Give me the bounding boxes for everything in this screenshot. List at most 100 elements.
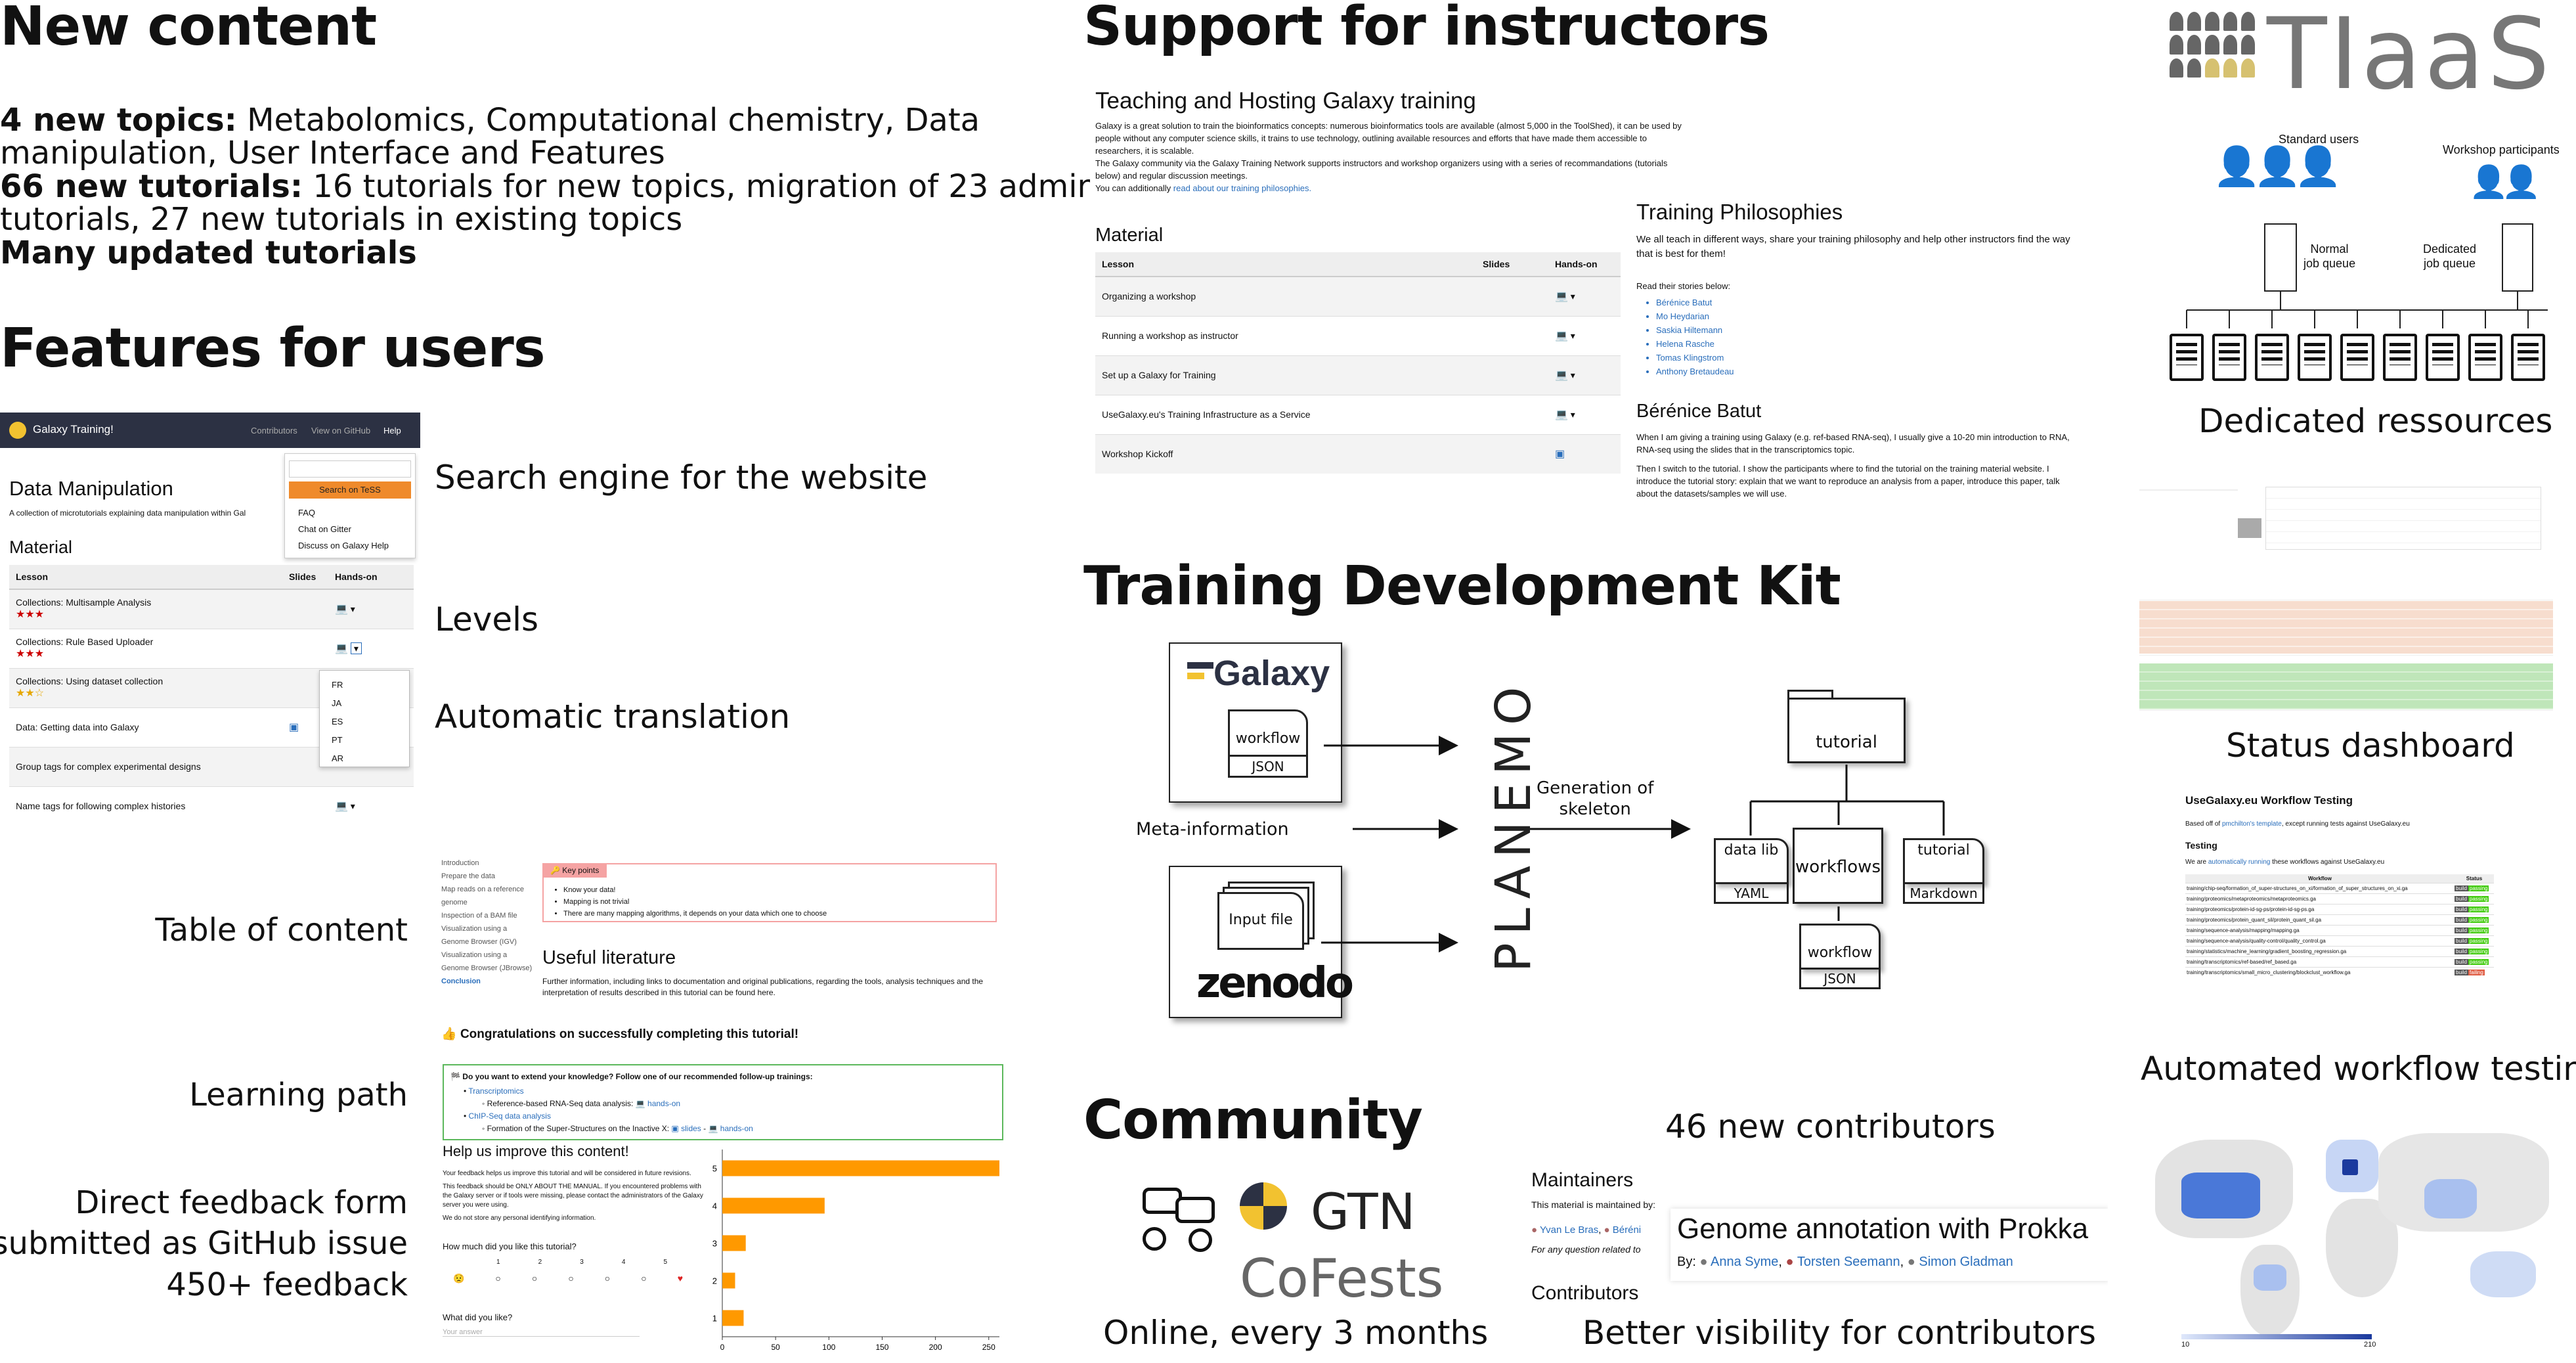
author-link[interactable]: Tomas Klingstrom [1656, 351, 1734, 365]
normal-queue-line1: Normal [2310, 242, 2349, 256]
author-link[interactable]: Mo Heydarian [1656, 309, 1734, 323]
workflow-file-icon [1799, 924, 1881, 970]
maintainers-text: This material is maintained by: [1531, 1199, 1656, 1210]
laptop-icon[interactable]: 💻 [1555, 370, 1568, 381]
data-lib-label: data lib [1724, 842, 1779, 859]
toc-item[interactable]: Introduction [441, 859, 479, 867]
language-dropdown-toggle[interactable]: ▾ [350, 642, 362, 654]
lesson-name[interactable]: Collections: Multisample Analysis [16, 597, 152, 608]
lesson-name[interactable]: Organizing a workshop [1095, 276, 1476, 316]
lang-ja[interactable]: JA [332, 698, 342, 708]
status-badge: passing [2468, 896, 2489, 902]
tutorials-text-2: tutorials, 27 new tutorials in existing … [0, 201, 683, 238]
radio-1[interactable]: ○ [495, 1273, 501, 1284]
laptop-icon[interactable]: 💻 [1555, 409, 1568, 420]
lang-ar[interactable]: AR [332, 753, 344, 763]
search-tess-button[interactable]: Search on TeSS [289, 481, 411, 499]
slides-link[interactable]: slides [681, 1124, 701, 1133]
gtn-brand[interactable]: Galaxy Training! [33, 423, 114, 436]
chart-tick-label: 200 [929, 1343, 942, 1352]
laptop-icon[interactable]: 💻 [335, 801, 348, 813]
lesson-name[interactable]: Name tags for following complex historie… [16, 801, 186, 812]
scale-label: 1 [496, 1259, 500, 1266]
nav-contributors[interactable]: Contributors [251, 426, 297, 436]
philosophies-link[interactable]: read about our training philosophies. [1173, 183, 1312, 193]
lesson-name[interactable]: UseGalaxy.eu's Training Infrastructure a… [1095, 394, 1476, 434]
chart-tick-label: 150 [875, 1343, 888, 1352]
menu-faq[interactable]: FAQ [298, 508, 316, 518]
radio-2[interactable]: ○ [531, 1273, 538, 1284]
workflow-path: training/proteomics/metaproteomics/metap… [2185, 893, 2455, 905]
auto-running-link[interactable]: automatically running [2208, 859, 2271, 866]
server-icon [2298, 334, 2332, 381]
slides-icon[interactable]: ▣ [1555, 449, 1565, 460]
radio-4[interactable]: ○ [604, 1273, 611, 1284]
wf-sub-text: Based off of [2185, 820, 2221, 828]
feedback-p3: We do not store any personal identifying… [443, 1215, 596, 1222]
toc-item[interactable]: Prepare the data [441, 872, 495, 880]
author-link[interactable]: Torsten Seemann [1797, 1255, 1900, 1269]
nav-github[interactable]: View on GitHub [311, 426, 371, 436]
menu-discuss[interactable]: Discuss on Galaxy Help [298, 541, 389, 550]
input-file-label: Input file [1229, 912, 1293, 928]
lesson-name[interactable]: Running a workshop as instructor [1095, 315, 1476, 355]
feedback-desc: Your feedback helps us improve this tuto… [443, 1169, 705, 1223]
maintainers-heading: Maintainers [1531, 1169, 1634, 1191]
wf-sub: Based off of pmchilton's template, excep… [2185, 820, 2410, 828]
menu-gitter[interactable]: Chat on Gitter [298, 524, 351, 534]
radio-5[interactable]: ○ [641, 1273, 647, 1284]
maintainer-link[interactable]: Béréni [1612, 1224, 1642, 1236]
prokka-title[interactable]: Genome annotation with Prokka [1677, 1213, 2089, 1245]
maintainer-link[interactable]: Yvan Le Bras [1539, 1224, 1599, 1236]
chart-bar [722, 1235, 746, 1251]
author-link[interactable]: Saskia Hiltemann [1656, 323, 1734, 337]
toc-item[interactable]: Visualization using a Genome Browser (IG… [441, 925, 517, 946]
col-status: Status [2466, 876, 2483, 882]
wf-title: UseGalaxy.eu Workflow Testing [2185, 794, 2353, 807]
author-link[interactable]: Anna Syme [1711, 1255, 1779, 1269]
toc-item[interactable]: Map reads on a reference genome [441, 885, 524, 906]
laptop-icon[interactable]: 💻 [335, 604, 348, 615]
lang-es[interactable]: ES [332, 717, 343, 726]
lesson-name[interactable]: Workshop Kickoff [1095, 434, 1476, 474]
radio-3[interactable]: ○ [568, 1273, 574, 1284]
table-row: training/proteomics/protein_quant_sil/pr… [2185, 914, 2494, 926]
path-topic-link[interactable]: Transcriptomics [468, 1086, 524, 1096]
laptop-icon[interactable]: 💻 [1555, 291, 1568, 303]
author-link[interactable]: Bérénice Batut [1656, 296, 1734, 309]
heading-features: Features for users [0, 317, 546, 380]
language-menu: FR JA ES PT AR [319, 670, 410, 767]
rating-row: 😟 ○○○○○ ♥ [453, 1273, 683, 1284]
folder-tab [1787, 690, 1833, 699]
lesson-name[interactable]: Data: Getting data into Galaxy [16, 722, 139, 732]
lesson-name[interactable]: Set up a Galaxy for Training [1095, 355, 1476, 395]
lang-fr[interactable]: FR [332, 680, 343, 690]
nav-help[interactable]: Help [383, 426, 401, 436]
bb-text: When I am giving a training using Galaxy… [1636, 431, 2083, 500]
bb-p1: When I am giving a training using Galaxy… [1636, 432, 2070, 455]
toc-item-active[interactable]: Conclusion [441, 977, 481, 985]
feedback-like-input[interactable]: Your answer [443, 1328, 640, 1337]
handson-link[interactable]: hands-on [647, 1099, 681, 1108]
lesson-name[interactable]: Collections: Using dataset collection [16, 676, 164, 686]
topic-title: Data Manipulation [9, 477, 173, 500]
toc-item[interactable]: Inspection of a BAM file [441, 912, 517, 920]
author-link[interactable]: Simon Gladman [1919, 1255, 2013, 1269]
wf-template-link[interactable]: pmchilton's template [2221, 820, 2282, 828]
laptop-icon[interactable]: 💻 [335, 643, 348, 654]
tutorial-file-label: tutorial [1917, 842, 1970, 859]
slides-icon[interactable]: ▣ [289, 722, 299, 733]
handson-link[interactable]: hands-on [720, 1124, 753, 1133]
toc-item[interactable]: Visualization using a Genome Browser (JB… [441, 951, 533, 972]
path-topic-link[interactable]: ChIP-Seq data analysis [468, 1111, 551, 1121]
lesson-name[interactable]: Collections: Rule Based Uploader [16, 637, 154, 647]
table-row: Running a workshop as instructor💻 ▾ [1095, 315, 1621, 355]
author-link[interactable]: Anthony Bretaudeau [1656, 365, 1734, 378]
chart-category-label: 3 [712, 1239, 717, 1249]
lesson-name[interactable]: Group tags for complex experimental desi… [16, 761, 201, 772]
laptop-icon[interactable]: 💻 [1555, 330, 1568, 342]
author-link[interactable]: Helena Rasche [1656, 337, 1734, 351]
lang-pt[interactable]: PT [332, 735, 343, 745]
tess-search-input[interactable] [289, 460, 411, 478]
